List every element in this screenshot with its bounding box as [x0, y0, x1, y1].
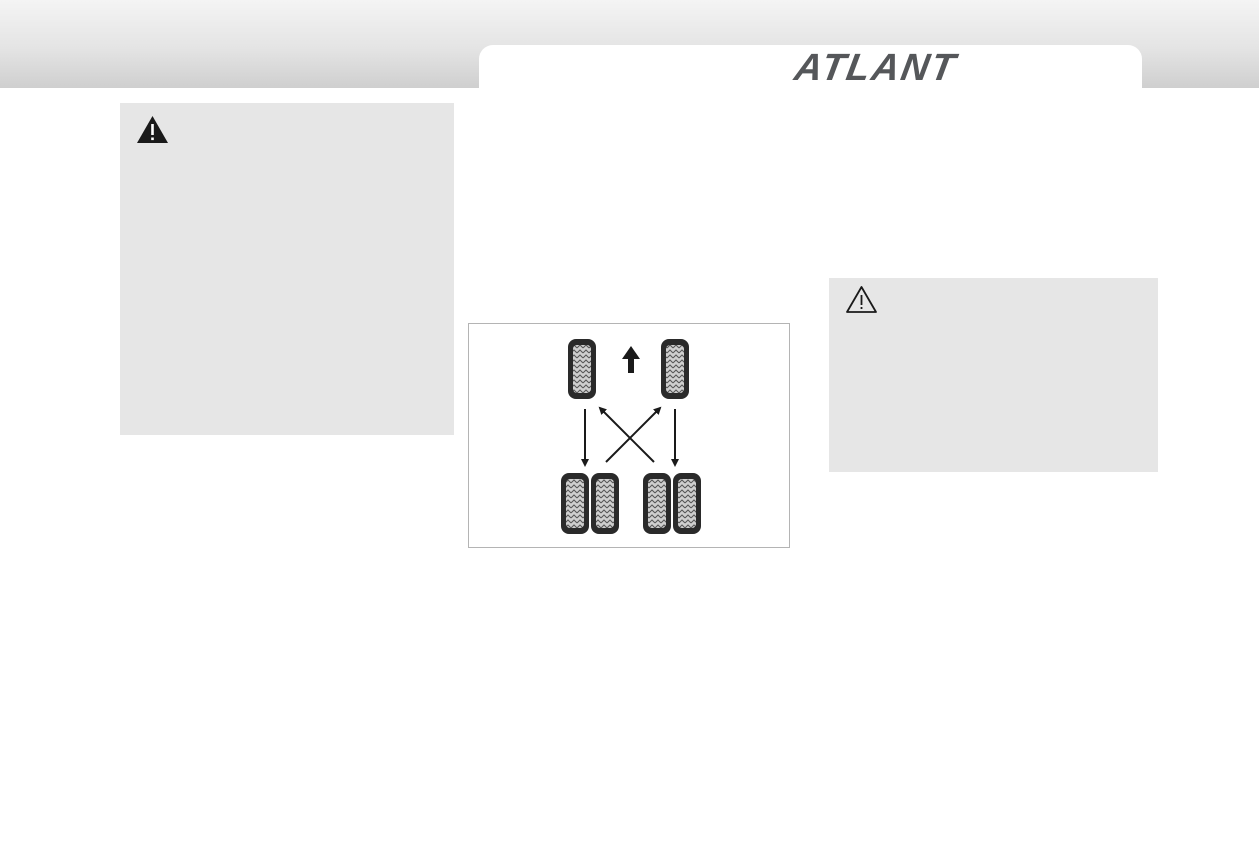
arrow-cross-to-right	[605, 406, 662, 463]
warning-box-right	[829, 278, 1158, 472]
up-arrow-icon	[622, 346, 640, 373]
warning-outline-icon	[845, 285, 878, 314]
brand-logo-text: ATLANT	[790, 49, 961, 85]
warning-filled-icon	[136, 115, 169, 144]
arrow-cross-to-left	[598, 406, 655, 463]
brand-logo: ATLANT	[730, 49, 1018, 85]
front-right-tire	[661, 339, 689, 399]
rear-left-inner-tire	[591, 473, 619, 534]
tire-rotation-diagram	[561, 339, 701, 534]
front-left-tire	[568, 339, 596, 399]
rear-right-inner-tire	[643, 473, 671, 534]
rear-left-outer-tire	[561, 473, 589, 534]
warning-box-left	[120, 103, 454, 435]
tire-rotation-figure	[468, 323, 790, 548]
header-tab	[479, 45, 1142, 93]
rear-right-outer-tire	[673, 473, 701, 534]
